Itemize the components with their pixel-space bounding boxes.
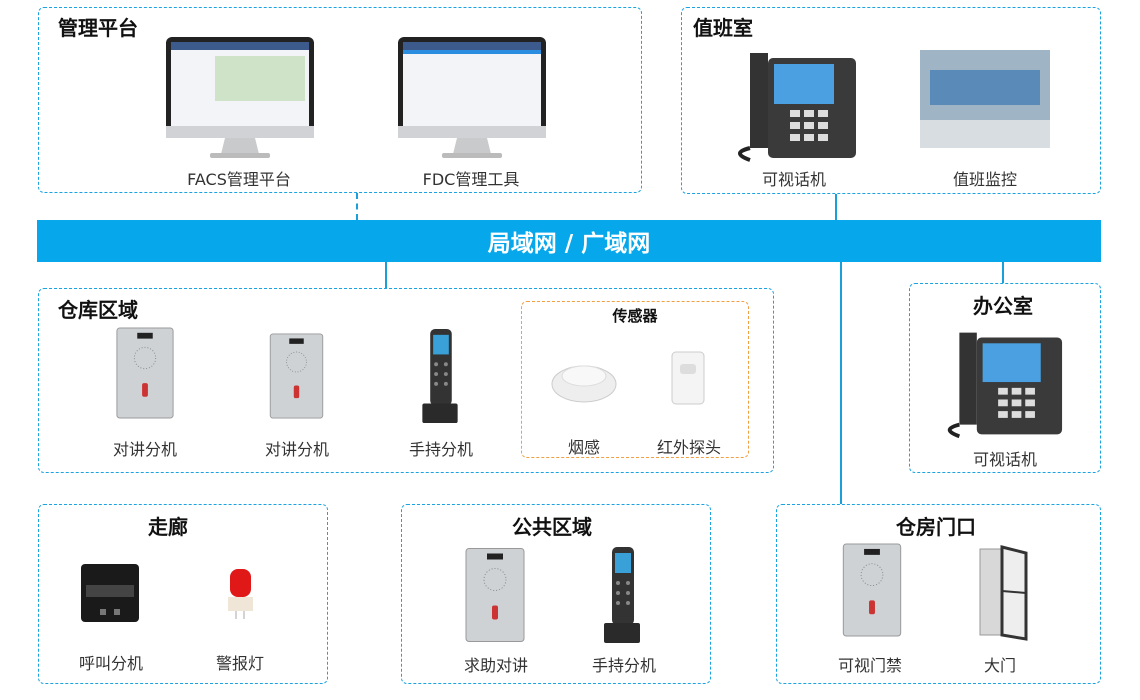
group-title: 仓库区域: [58, 298, 138, 322]
monitoring-room-image: [920, 50, 1050, 148]
video-access-control-icon: [842, 543, 902, 637]
device-label: 可视话机: [761, 170, 827, 189]
handset-icon: [602, 545, 642, 645]
network-bar: 局域网 / 广域网: [37, 220, 1101, 262]
intercom-icon: [115, 327, 175, 419]
intercom-icon: [268, 333, 325, 419]
facs-monitor-icon: [165, 36, 315, 161]
group-warehouse-area: [38, 288, 774, 473]
group-title: 传感器: [612, 307, 658, 325]
device-label: 警报灯: [215, 654, 265, 673]
infrared-detector-icon: [671, 351, 705, 405]
group-management-platform: [38, 7, 642, 193]
connector-line: [385, 262, 387, 288]
group-public-area: [401, 504, 711, 684]
group-title: 公共区域: [512, 515, 592, 539]
device-label: 大门: [983, 656, 1017, 675]
device-label: 呼叫分机: [78, 654, 144, 673]
connector-line: [356, 193, 358, 220]
help-intercom-icon: [465, 545, 525, 645]
video-phone-icon: [940, 327, 1064, 440]
device-label: 可视门禁: [837, 656, 903, 675]
door-icon: [979, 545, 1028, 641]
device-label: 烟感: [567, 438, 601, 457]
group-duty-room: [681, 7, 1101, 194]
device-label: 红外探头: [656, 438, 722, 457]
connector-line: [840, 262, 842, 504]
group-corridor: [38, 504, 328, 684]
device-label: FDC管理工具: [422, 170, 520, 189]
call-extension-icon: [81, 564, 139, 622]
connector-line: [835, 194, 837, 220]
device-label: FACS管理平台: [187, 170, 291, 189]
group-title: 管理平台: [58, 16, 138, 40]
device-label: 手持分机: [408, 440, 474, 459]
handset-icon: [420, 327, 460, 425]
device-label: 手持分机: [591, 656, 657, 675]
device-label: 可视话机: [972, 450, 1038, 469]
group-warehouse-entrance: [776, 504, 1101, 684]
device-label: 求助对讲: [463, 656, 529, 675]
group-title: 仓房门口: [896, 515, 976, 539]
group-title: 值班室: [693, 16, 753, 40]
smoke-detector-icon: [551, 365, 617, 403]
group-title: 办公室: [973, 294, 1033, 318]
group-sensors: [521, 301, 749, 458]
group-office: [909, 283, 1101, 473]
group-title: 走廊: [148, 515, 188, 539]
connector-line: [1002, 262, 1004, 283]
device-label: 对讲分机: [264, 440, 330, 459]
device-label: 对讲分机: [112, 440, 178, 459]
video-phone-icon: [730, 48, 858, 163]
fdc-monitor-icon: [397, 36, 547, 161]
device-label: 值班监控: [952, 170, 1018, 189]
alarm-lamp-icon: [228, 569, 253, 619]
